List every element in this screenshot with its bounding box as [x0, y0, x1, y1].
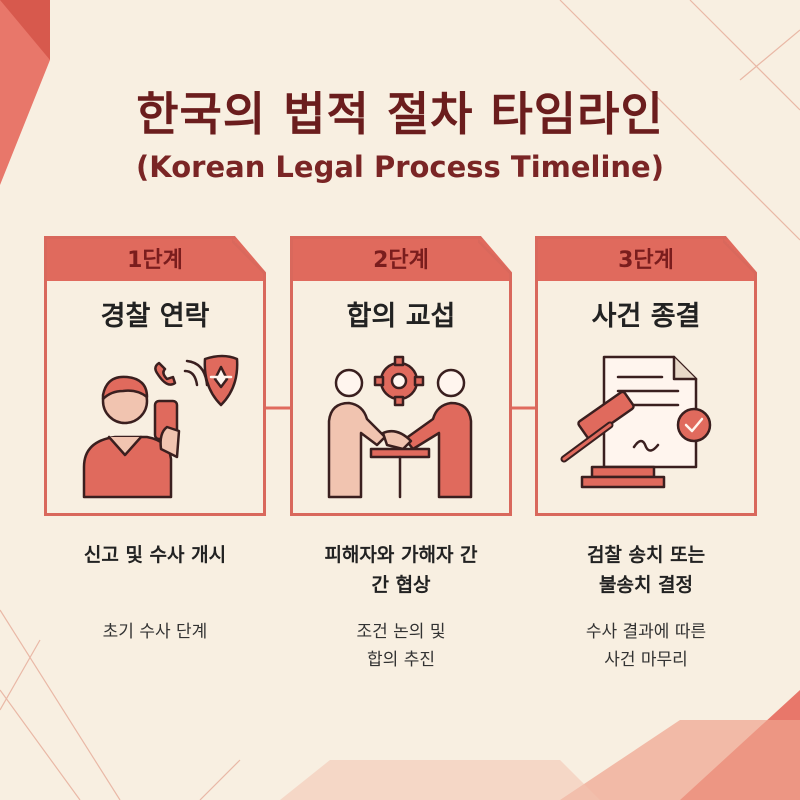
step-badge: 3단계	[538, 239, 754, 281]
step-detail: 수사 결과에 따른 사건 마무리	[526, 618, 766, 674]
step-detail-line: 초기 수사 단계	[102, 622, 208, 642]
step-card-2: 2단계 합의 교섭	[290, 236, 512, 516]
step-description: 검찰 송치 또는 불송치 결정	[526, 540, 766, 600]
step-description-line: 피해자와 가해자 간	[324, 544, 478, 566]
step-description-line: 검찰 송치 또는	[586, 544, 706, 566]
step-badge: 1단계	[47, 239, 263, 281]
step-badge: 2단계	[293, 239, 509, 281]
step-title: 합의 교섭	[346, 301, 456, 332]
step-card-1: 1단계 경찰 연락	[44, 236, 266, 516]
page-subtitle: (Korean Legal Process Timeline)	[136, 150, 664, 184]
handshake-icon	[293, 349, 509, 499]
step-card-3: 3단계 사건 종결	[535, 236, 757, 516]
step-detail-line: 사건 마무리	[604, 650, 688, 670]
step-description: 피해자와 가해자 간 간 협상	[281, 540, 521, 600]
step-detail-line: 조건 논의 및	[356, 622, 446, 642]
step-title: 사건 종결	[591, 301, 701, 332]
page-title: 한국의 법적 절차 타임라인	[136, 87, 664, 141]
step-detail-line: 수사 결과에 따른	[585, 622, 707, 642]
step-title: 경찰 연락	[100, 301, 210, 332]
step-description: 신고 및 수사 개시	[35, 540, 275, 570]
step-description-line: 신고 및 수사 개시	[83, 544, 227, 566]
step-detail: 초기 수사 단계	[35, 618, 275, 646]
gavel-document-icon	[538, 349, 754, 499]
step-detail: 조건 논의 및 합의 추진	[281, 618, 521, 674]
police-call-icon	[47, 349, 263, 499]
step-detail-line: 합의 추진	[367, 650, 435, 670]
step-description-line: 불송치 결정	[598, 574, 693, 596]
step-description-line: 간 협상	[371, 574, 431, 596]
